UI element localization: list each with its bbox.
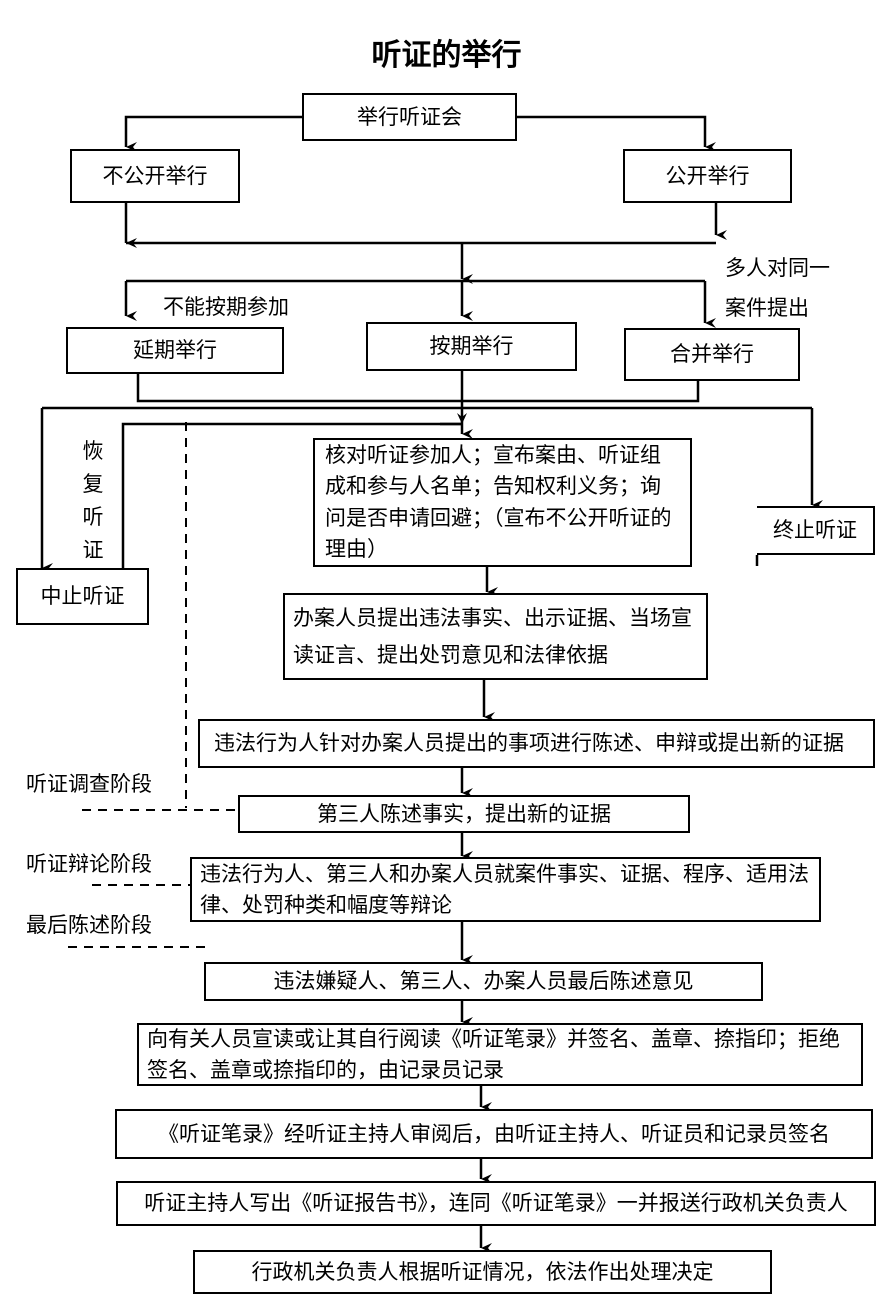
- node-merge: 合并举行: [624, 328, 800, 381]
- node-final-statement: 违法嫌疑人、第三人、办案人员最后陈述意见: [204, 962, 763, 1001]
- diagram-title: 听证的举行: [371, 38, 522, 73]
- node-postpone: 延期举行: [66, 327, 284, 374]
- label-multiple-parties-2: 案件提出: [725, 296, 809, 320]
- node-nonpublic: 不公开举行: [70, 149, 240, 203]
- label-multiple-parties-1: 多人对同一: [725, 256, 830, 280]
- node-sign-record: 向有关人员宣读或让其自行阅读《听证笔录》并签名、盖章、捺指印；拒绝签名、盖章或捺…: [137, 1023, 863, 1086]
- label-stage-final: 最后陈述阶段: [26, 913, 152, 937]
- label-stage-investigation: 听证调查阶段: [26, 772, 152, 796]
- label-resume-hearing: 恢复听证: [82, 439, 104, 562]
- node-review-record: 《听证笔录》经听证主持人审阅后，由听证主持人、听证员和记录员签名: [115, 1109, 873, 1159]
- node-report: 听证主持人写出《听证报告书》，连同《听证笔录》一并报送行政机关负责人: [116, 1181, 876, 1226]
- node-handler-statement: 办案人员提出违法事实、出示证据、当场宣读证言、提出处罚意见和法律依据: [283, 593, 708, 680]
- node-debate: 违法行为人、第三人和办案人员就案件事实、证据、程序、适用法律、处罚种类和幅度等辩…: [190, 857, 821, 922]
- node-public: 公开举行: [623, 149, 792, 203]
- node-decision: 行政机关负责人根据听证情况，依法作出处理决定: [193, 1250, 772, 1294]
- node-offender-defense: 违法行为人针对办案人员提出的事项进行陈述、申辩或提出新的证据: [198, 719, 875, 768]
- node-terminate: 终止听证: [757, 506, 875, 555]
- node-suspend: 中止听证: [16, 568, 149, 625]
- node-third-party: 第三人陈述事实，提出新的证据: [238, 795, 690, 833]
- node-scheduled: 按期举行: [366, 322, 577, 371]
- label-stage-debate: 听证辩论阶段: [26, 852, 152, 876]
- node-hold-hearing: 举行听证会: [302, 93, 517, 141]
- node-check-participants: 核对听证参加人；宣布案由、听证组成和参与人名单；告知权利义务；询问是否申请回避；…: [313, 438, 692, 567]
- label-cannot-attend: 不能按期参加: [163, 295, 289, 319]
